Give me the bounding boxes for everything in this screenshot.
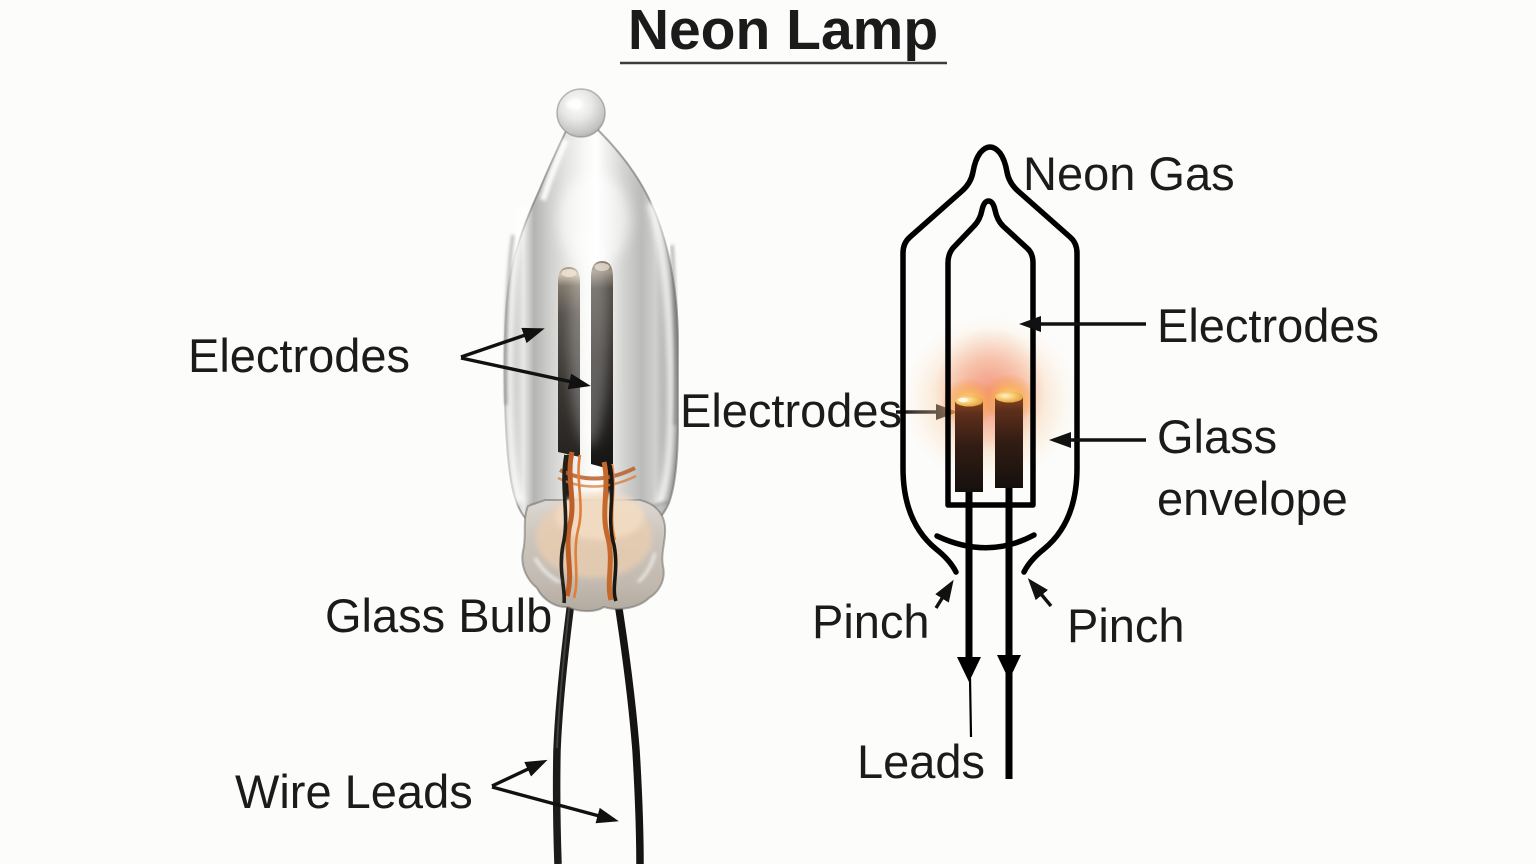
label-pinch-right: Pinch <box>1067 599 1185 652</box>
schematic-lamp <box>896 144 1084 779</box>
glass-reflection-right <box>647 201 676 506</box>
label-glass-envelope-2: envelope <box>1157 472 1348 525</box>
schematic-electrode-right-top <box>995 391 1023 403</box>
arrow-electrodes-left-2 <box>460 356 591 390</box>
label-neon-gas: Neon Gas <box>1023 147 1235 200</box>
glass-reflection-neck <box>540 138 569 201</box>
arrow-wire-leads-1 <box>491 759 548 788</box>
label-electrodes-left: Electrodes <box>188 329 410 382</box>
schematic-leads <box>957 488 1021 779</box>
arrow-pinch-right <box>1027 578 1053 608</box>
wire-leads <box>552 589 644 864</box>
label-pinch-left: Pinch <box>812 595 930 648</box>
tip-sphere-glass <box>556 88 606 138</box>
lead-left-arrowhead <box>957 657 981 682</box>
arrow-electrodes-left-1 <box>460 327 545 359</box>
dark-wire-left <box>559 454 568 604</box>
left-labels: Electrodes Glass Bulb Wire Leads Electro… <box>188 327 958 824</box>
title-group: Neon Lamp <box>620 0 947 65</box>
realistic-lamp <box>503 88 679 864</box>
base-sheen-left <box>533 557 561 584</box>
envelope-inner-outline <box>945 198 1036 508</box>
glass-sheen <box>558 174 630 266</box>
schematic-electrode-left <box>955 401 983 492</box>
dark-wire-right <box>608 464 618 602</box>
label-leads: Leads <box>857 735 985 788</box>
label-glass-envelope-1: Glass <box>1157 410 1277 463</box>
page-title: Neon Lamp <box>628 0 938 62</box>
envelope-outer-outline <box>900 144 1080 575</box>
copper-wire-left <box>564 451 575 597</box>
schematic-electrodes <box>955 391 1023 492</box>
glass-edge-shadow-right <box>670 244 678 426</box>
copper-wire-left-highlight <box>572 454 582 599</box>
glass-reflection-center <box>569 223 609 447</box>
label-electrodes-center: Electrodes <box>680 384 902 437</box>
pinch-arc <box>934 532 1037 551</box>
arrow-pinch-left <box>934 579 954 609</box>
lead-right-arrowhead <box>997 655 1021 680</box>
glass-reflection-left <box>504 204 529 505</box>
schematic-lead-left-thin <box>968 677 973 738</box>
base-sheen-right <box>637 552 657 584</box>
label-electrodes-right: Electrodes <box>1157 299 1379 352</box>
copper-coil-arc <box>559 466 636 481</box>
schematic-electrode-left-glint <box>958 397 968 403</box>
tip-sphere-highlight <box>566 99 582 109</box>
label-glass-bulb: Glass Bulb <box>325 589 552 642</box>
wire-lead-right <box>612 589 644 864</box>
right-labels: Neon Gas Electrodes Glass envelope Pinch… <box>812 147 1379 788</box>
wire-lead-highlight <box>556 599 571 749</box>
label-wire-leads: Wire Leads <box>235 765 473 818</box>
tip-sphere <box>556 88 606 138</box>
pinch-base <box>521 451 667 613</box>
neon-glow <box>896 310 1084 490</box>
arrow-wire-leads-2 <box>491 785 619 824</box>
copper-wire-right <box>601 461 614 601</box>
schematic-electrode-right <box>995 397 1023 488</box>
glass-edge-shadow-left <box>504 234 515 406</box>
